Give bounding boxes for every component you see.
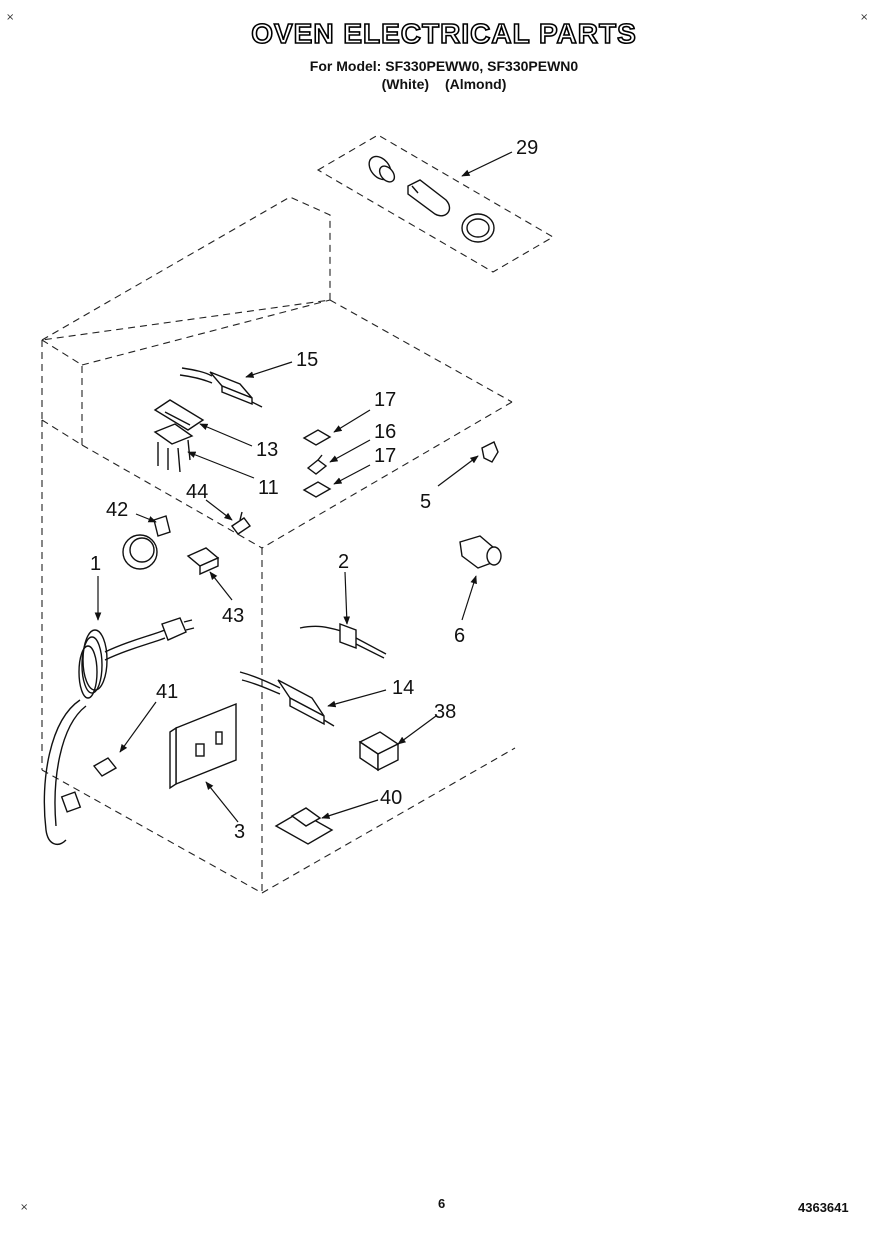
corner-mark-top-left: × xyxy=(6,12,15,23)
callout-6: 6 xyxy=(454,625,465,647)
oven-housing-outline xyxy=(41,134,555,894)
callout-40: 40 xyxy=(380,787,402,809)
model-line: For Model: SF330PEWW0, SF330PEWN0 xyxy=(309,58,579,74)
part-40-mount xyxy=(274,799,379,845)
callout-38: 38 xyxy=(434,701,456,723)
color-almond: (Almond) xyxy=(444,76,507,92)
callout-43: 43 xyxy=(222,605,244,627)
part-2-temperature-sensor xyxy=(299,571,387,659)
callout-17-lower: 17 xyxy=(374,445,396,467)
callout-44: 44 xyxy=(186,481,208,503)
callout-13: 13 xyxy=(256,439,278,461)
part-41-terminal xyxy=(92,701,157,777)
part-38-relay xyxy=(358,715,437,772)
page-number: 6 xyxy=(438,1196,446,1211)
callout-2: 2 xyxy=(338,551,349,573)
part-43-clip xyxy=(186,547,233,601)
color-line: (White) (Almond) xyxy=(0,76,888,92)
part-42-capillary-thermostat xyxy=(122,513,171,570)
callout-5: 5 xyxy=(420,491,431,513)
part-3-control-panel xyxy=(169,702,239,823)
callout-14: 14 xyxy=(392,677,414,699)
part-13-bracket xyxy=(153,399,253,447)
part-44-clip xyxy=(205,499,252,535)
part-6-lamp-socket xyxy=(459,535,502,621)
callout-16: 16 xyxy=(374,421,396,443)
callout-1: 1 xyxy=(90,553,101,575)
part-17-clip-upper xyxy=(302,409,371,446)
document-number: 4363641 xyxy=(798,1200,849,1215)
callout-11: 11 xyxy=(258,477,279,499)
part-17-clip-lower xyxy=(302,464,371,498)
part-29-oven-light-assembly xyxy=(368,151,513,243)
callout-29: 29 xyxy=(516,137,538,159)
part-5-grommet xyxy=(437,441,499,487)
part-1-power-cord xyxy=(43,576,195,846)
part-14-terminal-block xyxy=(239,671,387,727)
callout-15: 15 xyxy=(296,349,318,371)
callout-17-upper: 17 xyxy=(374,389,396,411)
page-title: OVEN ELECTRICAL PARTS xyxy=(250,17,637,50)
part-11-switch xyxy=(153,423,255,479)
corner-mark-top-right: × xyxy=(860,12,869,23)
color-white: (White) xyxy=(381,76,430,92)
callout-3: 3 xyxy=(234,821,245,843)
corner-mark-bottom-left: × xyxy=(20,1202,29,1213)
part-16-terminal xyxy=(306,439,371,475)
part-15-terminal-block xyxy=(179,361,293,408)
callout-42: 42 xyxy=(106,499,128,521)
callout-41: 41 xyxy=(156,681,178,703)
